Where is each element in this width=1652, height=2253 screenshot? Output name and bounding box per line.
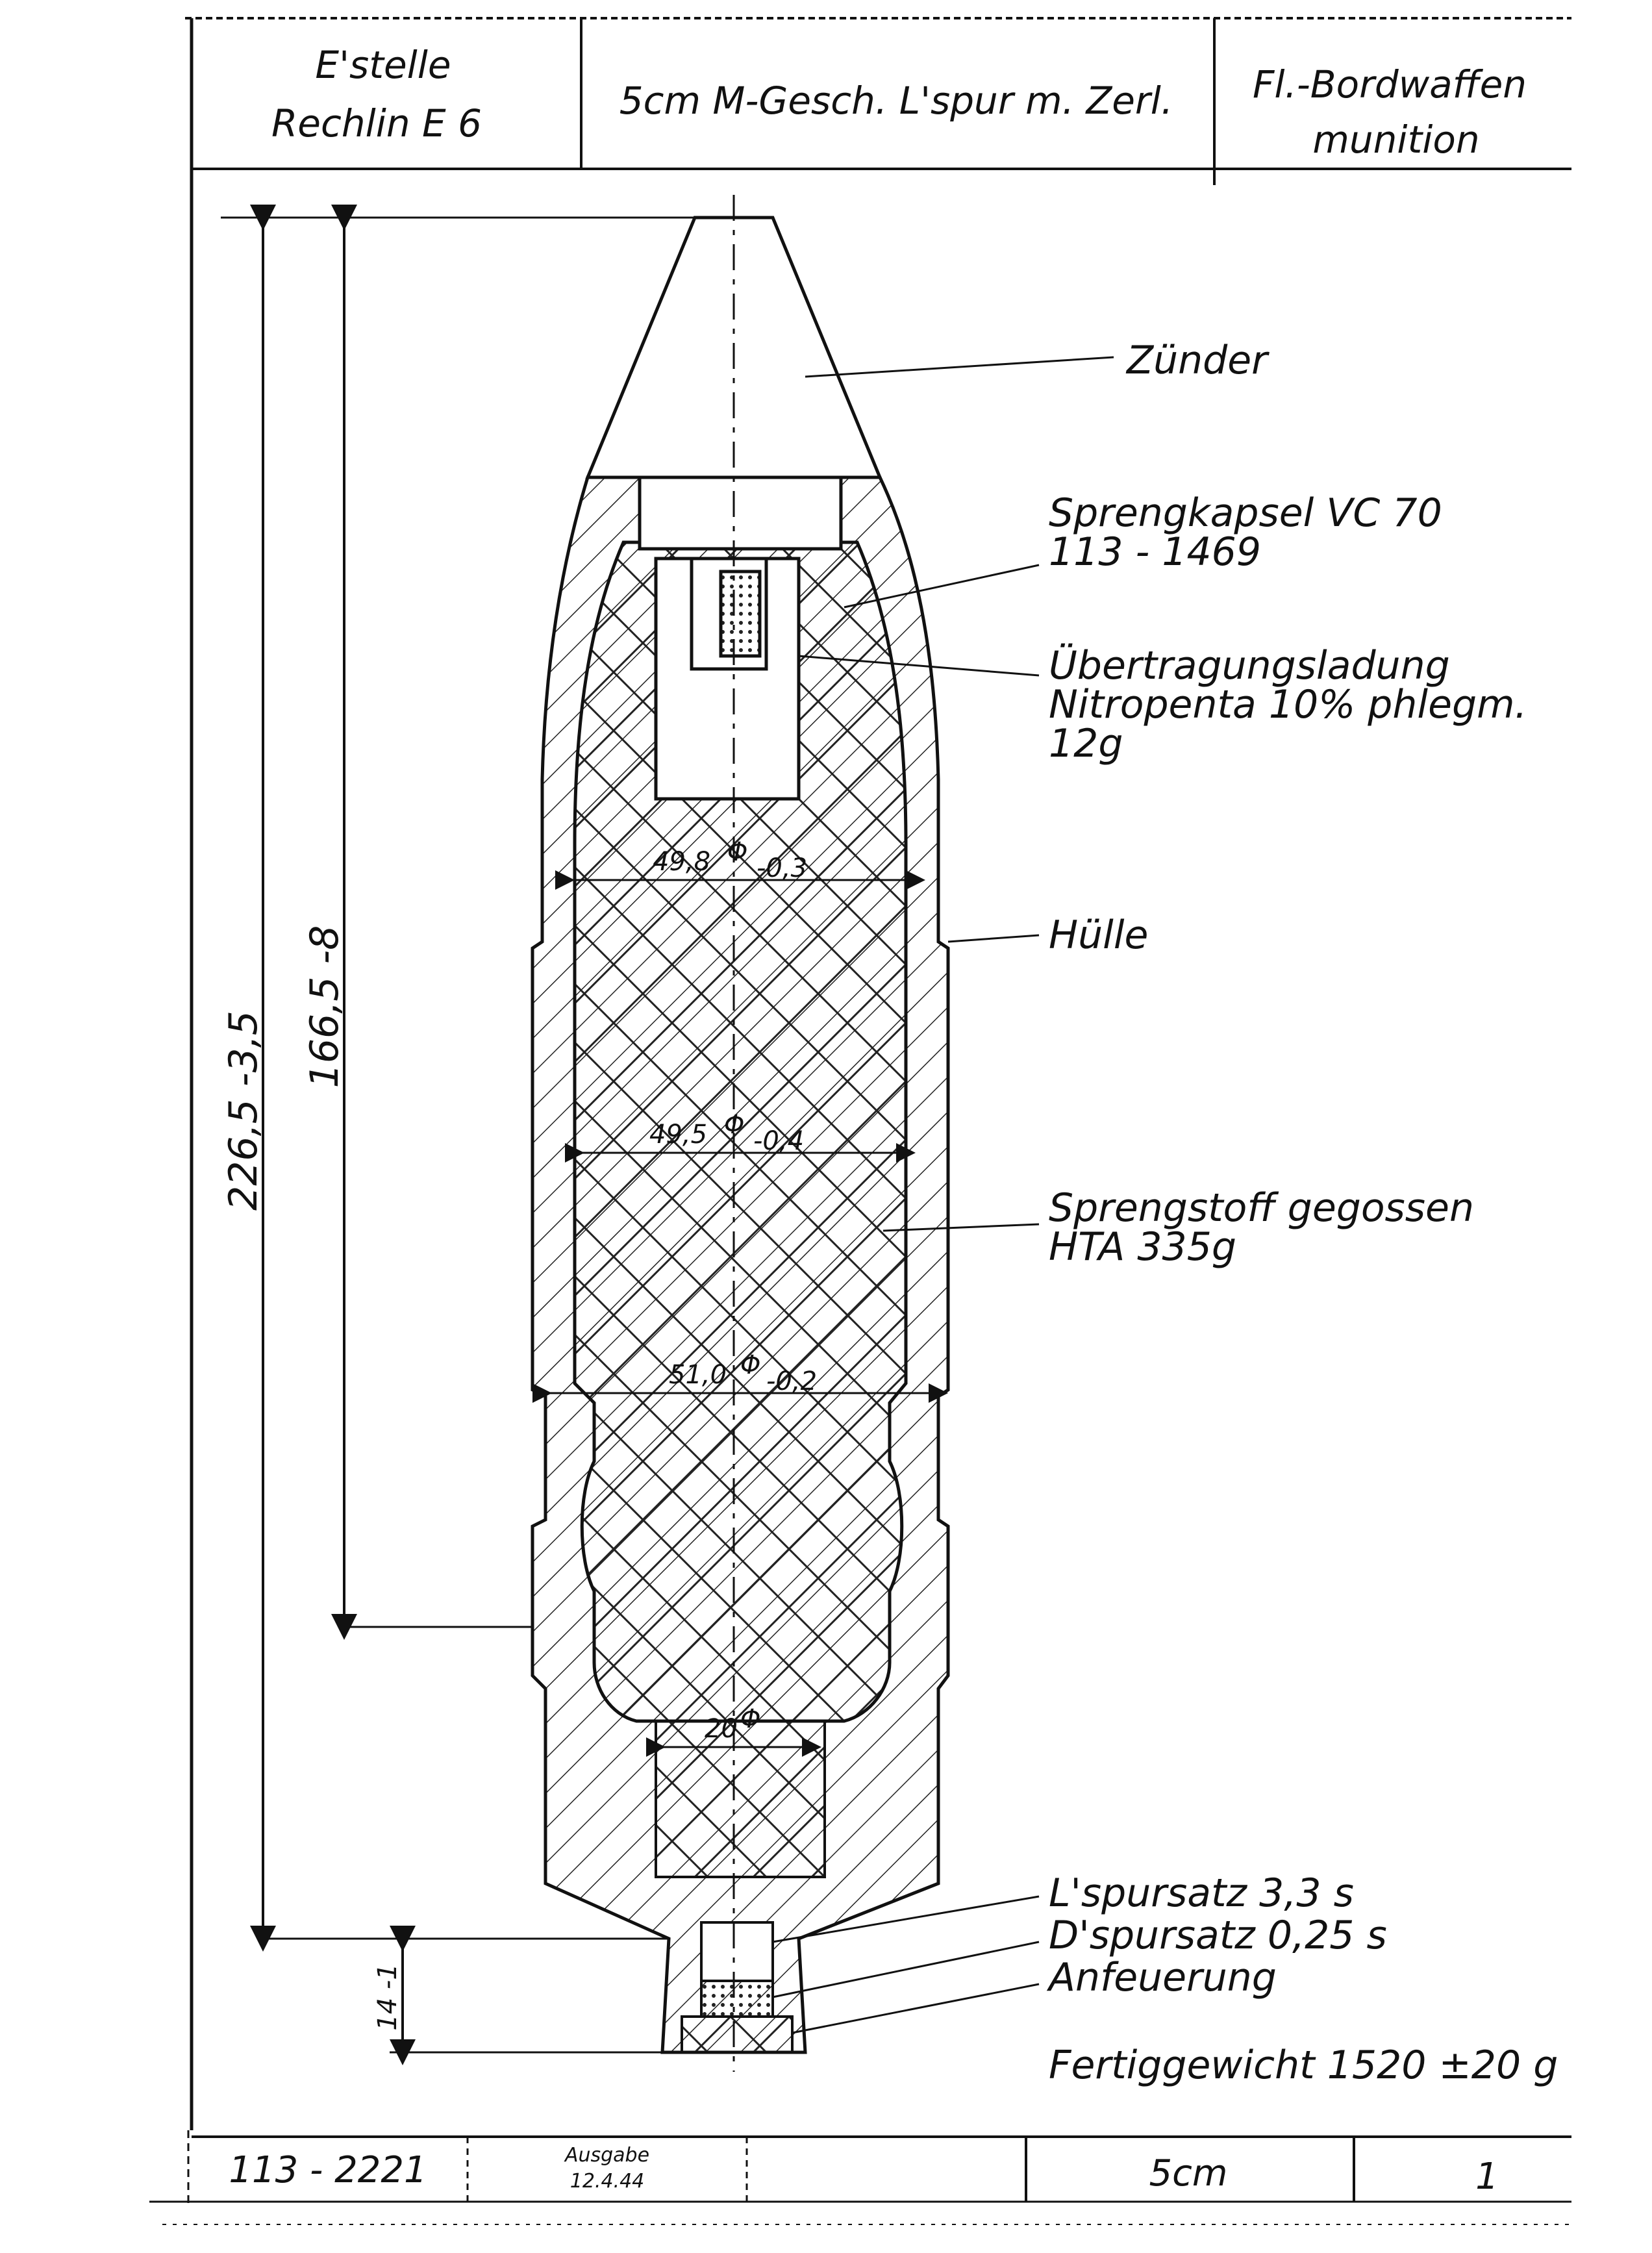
diam-cavity-symbol: Φ	[740, 1704, 760, 1734]
dim-tracer-composition	[700, 1980, 774, 2018]
label-dim-tracer: D'spursatz 0,25 s	[1049, 1913, 1387, 1958]
label-booster-name: Übertragungsladung	[1049, 642, 1450, 688]
projectile-section	[531, 195, 950, 2072]
header-category-line-1: Fl.-Bordwaffen	[1253, 62, 1527, 107]
diam-middle-tolerance: -0,4	[753, 1126, 804, 1156]
header-office-line-1: E'stelle	[315, 43, 451, 87]
label-igniter: Anfeuerung	[1046, 1955, 1277, 2000]
detonator-charge	[719, 570, 762, 658]
dim-total-length: 226,5 -3,5	[221, 1011, 266, 1211]
header-designation: 5cm M-Gesch. L'spur m. Zerl.	[620, 79, 1173, 123]
footer-block: 113 - 2221 Ausgabe 12.4.44 5cm 1	[229, 2137, 1499, 2202]
igniter-composition	[681, 2015, 794, 2054]
footer-sheet-number: 1	[1475, 2156, 1499, 2198]
label-detonator-name: Sprengkapsel VC 70	[1049, 490, 1442, 536]
label-tracer: L'spursatz 3,3 s	[1049, 1870, 1354, 1916]
diam-upper-tolerance: -0,3	[757, 853, 807, 883]
footer-drawing-number: 113 - 2221	[229, 2149, 427, 2191]
label-explosive-name: Sprengstoff gegossen	[1049, 1185, 1474, 1231]
tracer-cavity	[655, 1720, 826, 1878]
label-fuze: Zünder	[1125, 338, 1270, 383]
diam-middle-symbol: Φ	[724, 1110, 744, 1140]
footer-issue-date: 12.4.44	[570, 2170, 645, 2193]
diameter-dimensions	[532, 870, 948, 1757]
diam-middle-value: 49,5	[649, 1120, 707, 1150]
header-office-line-2: Rechlin E 6	[271, 101, 482, 145]
diam-band-symbol: Φ	[740, 1350, 760, 1380]
tracer-composition	[700, 1921, 774, 1982]
part-labels: Zünder Sprengkapsel VC 70 113 - 1469 Übe…	[1046, 338, 1558, 2088]
diam-cavity-value: 20	[705, 1714, 738, 1744]
diameter-labels: 49,8 Φ -0,3 49,5 Φ -0,4 51,0 Φ -0,2 20 Φ	[649, 837, 817, 1744]
label-explosive-mass: HTA 335g	[1049, 1224, 1236, 1270]
dim-body-length: 166,5 -8	[302, 925, 347, 1089]
footer-caliber: 5cm	[1149, 2152, 1228, 2195]
diam-upper-symbol: Φ	[727, 837, 747, 867]
leader-lines	[772, 356, 1114, 2034]
diam-band-value: 51,0	[669, 1360, 727, 1390]
diam-upper-value: 49,8	[653, 847, 710, 877]
explosive-filling	[573, 540, 908, 1723]
label-detonator-number: 113 - 1469	[1049, 529, 1261, 575]
header-category-line-2: munition	[1312, 118, 1479, 162]
length-dimensions	[221, 205, 734, 2065]
label-shell: Hülle	[1049, 913, 1148, 958]
label-booster-composition: Nitropenta 10% phlegm.	[1049, 682, 1527, 727]
header-title-block: E'stelle Rechlin E 6 5cm M-Gesch. L'spur…	[271, 18, 1527, 185]
label-finished-weight: Fertiggewicht 1520 ±20 g	[1049, 2043, 1558, 2088]
diam-band-tolerance: -0,2	[766, 1366, 817, 1396]
drawing-frame	[149, 17, 1571, 2225]
label-booster-mass: 12g	[1049, 721, 1123, 766]
dim-base-length: 14 -1	[373, 1963, 403, 2031]
fuze-adapter	[638, 475, 843, 551]
footer-issue-label: Ausgabe	[564, 2144, 649, 2167]
